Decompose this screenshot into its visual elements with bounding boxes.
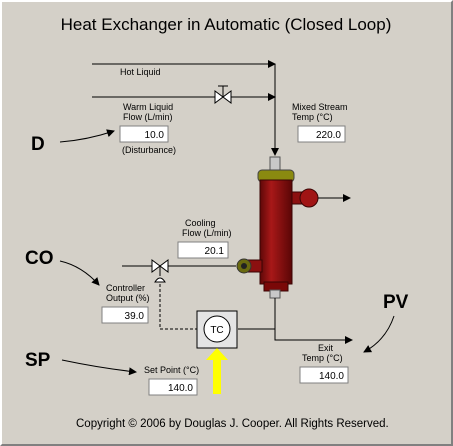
callout-sp: SP	[25, 350, 51, 371]
mixed-stream-value-box	[297, 125, 346, 143]
exit-temp-label-2: Temp (°C)	[302, 353, 343, 363]
set-point-arrow-icon	[206, 348, 228, 394]
callout-d: D	[31, 134, 45, 155]
warm-liquid-valve-icon	[214, 85, 232, 104]
cooling-label-1: Cooling	[185, 218, 216, 228]
callout-sp-arrow	[61, 359, 137, 376]
exit-line	[274, 329, 353, 344]
heat-exchanger-vessel	[236, 169, 319, 299]
callout-pv: PV	[383, 292, 409, 313]
hot-liquid-label: Hot Liquid	[120, 67, 161, 77]
mixed-stream-label-1: Mixed Stream	[292, 102, 348, 112]
mixed-stream-label-2: Temp (°C)	[292, 112, 333, 122]
controller-output-value-box	[101, 306, 149, 324]
cooling-valve-icon	[151, 259, 169, 283]
warm-liquid-label-1: Warm Liquid	[123, 102, 173, 112]
warm-liquid-value-box	[119, 125, 169, 143]
copyright: Copyright © 2006 by Douglas J. Cooper. A…	[76, 418, 389, 430]
exit-temp-label-1: Exit	[318, 343, 334, 353]
disturbance-note: (Disturbance)	[122, 145, 176, 155]
callout-co-arrow	[59, 260, 100, 286]
warm-liquid-label-2: Flow (L/min)	[123, 112, 173, 122]
callout-d-arrow	[59, 129, 115, 143]
set-point-value: 140.0	[168, 383, 193, 394]
measurement-line	[238, 298, 276, 330]
cooling-value-box	[177, 241, 229, 259]
set-point-label: Set Point (°C)	[144, 365, 199, 375]
control-signal-line	[159, 282, 198, 330]
set-point-value-box	[148, 378, 198, 396]
controller-label: TC	[210, 325, 223, 336]
cooling-label-2: Flow (L/min)	[182, 228, 232, 238]
mixed-stream-value: 220.0	[316, 130, 341, 141]
callout-pv-arrow	[363, 315, 395, 353]
cooling-value: 20.1	[205, 246, 225, 257]
controller-output-label-2: Output (%)	[106, 293, 150, 303]
callout-co: CO	[25, 248, 54, 269]
controller-output-value: 39.0	[125, 311, 145, 322]
diagram-title: Heat Exchanger in Automatic (Closed Loop…	[61, 15, 392, 34]
warm-liquid-value: 10.0	[145, 130, 165, 141]
temperature-controller: TC	[196, 310, 238, 349]
top-probe	[269, 156, 281, 171]
exit-temp-value-box	[299, 366, 349, 384]
exit-temp-value: 140.0	[319, 371, 344, 382]
controller-output-label-1: Controller	[106, 283, 145, 293]
